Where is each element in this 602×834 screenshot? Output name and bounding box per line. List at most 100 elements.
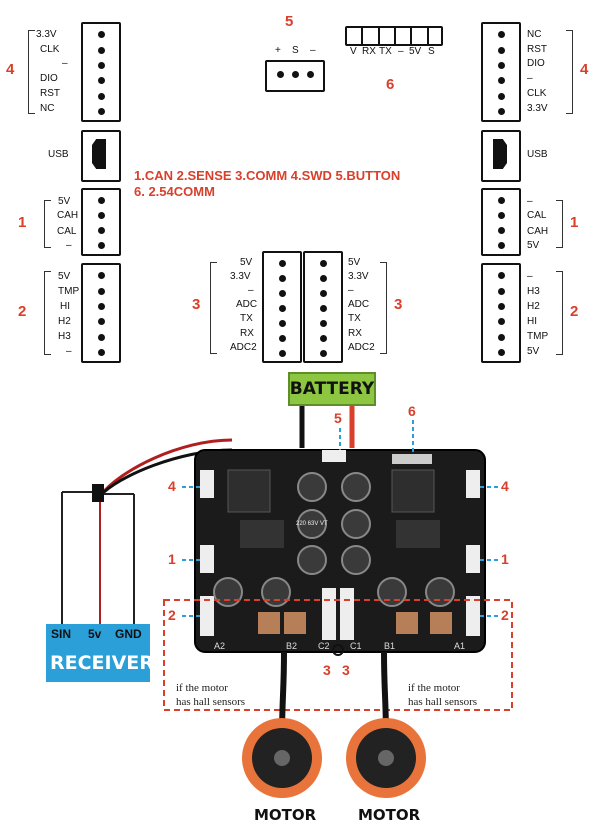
motor-right-label: MOTOR (358, 806, 421, 824)
left-can-connector-pin-dot (98, 212, 105, 220)
comm254-pin-5v: 5V (409, 46, 422, 57)
button-pin-minus: – (310, 45, 316, 56)
comm254-pin-s: S (428, 46, 435, 57)
left-swd-pin-2: CLK (40, 44, 60, 55)
right-swd-connector (481, 22, 521, 122)
mid-left-comm-connector-pin-dot (279, 304, 286, 312)
right-can-pin-4: 5V (527, 240, 540, 251)
mid-left-comm-connector-pin-dot (279, 319, 286, 327)
right-sense-connector-pin-dot (498, 349, 505, 357)
comm254-pin-v: V (350, 46, 357, 57)
button-connector-pin-dot (292, 71, 299, 78)
receiver-block (46, 624, 150, 682)
left-usb-port-icon (92, 139, 106, 169)
right-swd-number: 4 (580, 61, 589, 78)
right-sense-connector-pin-dot (498, 303, 505, 310)
left-swd-connector (81, 22, 121, 122)
right-sense-connector-pin-dot (498, 287, 505, 295)
hall-note-left-1: if the motor (176, 682, 228, 694)
mid-left-comm-pin-4: ADC (236, 299, 258, 310)
right-can-connector-pin-dot (498, 227, 505, 235)
comm254-cell-divider (377, 26, 380, 46)
left-can-connector-pin-dot (98, 227, 105, 235)
left-sense-connector-pin-dot (98, 349, 105, 357)
right-sense-pin-1: – (527, 271, 533, 282)
mid-left-comm-bracket (210, 262, 217, 354)
right-swd-connector-pin-dot (498, 77, 505, 85)
callout-4-right: 4 (501, 478, 509, 494)
mid-left-comm-pin-2: 3.3V (230, 271, 251, 282)
hall-note-right-2: has hall sensors (408, 696, 478, 708)
left-swd-pin-1: 3.3V (36, 29, 57, 40)
left-sense-connector-pin-dot (98, 333, 105, 341)
right-usb-label: USB (527, 149, 548, 160)
motor-left-label: MOTOR (254, 806, 317, 824)
right-can-connector-pin-dot (498, 242, 505, 250)
right-swd-pin-4: – (527, 73, 533, 84)
left-sense-pin-4: H2 (58, 316, 71, 327)
right-swd-connector-pin-dot (498, 108, 505, 116)
right-usb-port-icon (493, 139, 507, 169)
right-sense-pin-3: H2 (527, 301, 540, 312)
mid-right-comm-connector-pin-dot (320, 349, 327, 357)
hall-note-right-1: if the motor (408, 682, 460, 694)
left-swd-connector-pin-dot (98, 31, 105, 39)
mid-right-comm-connector-pin-dot (320, 259, 327, 267)
mid-left-comm-connector-pin-dot (279, 334, 286, 342)
callout-3-right: 3 (342, 662, 350, 678)
mid-right-comm-pin-3: – (348, 285, 354, 296)
right-can-bracket (556, 200, 563, 248)
mid-right-comm-pin-7: ADC2 (348, 342, 375, 353)
receiver-label: RECEIVER (50, 652, 154, 674)
comm254-cell-divider (394, 26, 396, 46)
left-sense-pin-6: – (66, 346, 72, 357)
hall-note-left-2: has hall sensors (176, 696, 246, 708)
mid-right-comm-bracket (380, 262, 387, 354)
callout-4-left: 4 (168, 478, 176, 494)
right-sense-connector-pin-dot (498, 333, 505, 341)
right-swd-pin-1: NC (527, 29, 542, 40)
right-swd-pin-6: 3.3V (527, 103, 548, 114)
left-sense-pin-2: TMP (58, 286, 80, 297)
left-can-pin-2: CAH (57, 210, 79, 221)
button-connector-pin-dot (307, 71, 314, 78)
battery-label: BATTERY (288, 372, 376, 406)
mid-left-comm-number: 3 (192, 296, 201, 313)
button-connector-pin-dot (277, 71, 284, 78)
left-sense-connector-pin-dot (98, 272, 105, 280)
receiver-pin-sin: SIN (51, 627, 72, 641)
comm254-cell-divider (361, 26, 364, 46)
board-label-c1: C1 (350, 641, 362, 651)
left-swd-pin-5: RST (40, 88, 60, 99)
button-number: 5 (285, 13, 294, 30)
right-sense-pin-2: H3 (527, 286, 540, 297)
mid-left-comm-connector-pin-dot (279, 289, 286, 297)
mid-right-comm-pin-2: 3.3V (348, 271, 369, 282)
right-can-connector-pin-dot (498, 212, 505, 220)
right-can-number: 1 (570, 214, 579, 231)
left-sense-pin-5: H3 (58, 331, 71, 342)
right-can-pin-3: CAH (527, 226, 549, 237)
capacitor-text: 220 63V VT (296, 521, 328, 527)
board-label-c2: C2 (318, 641, 330, 651)
legend-line-1: 1.CAN 2.SENSE 3.COMM 4.SWD 5.BUTTON (134, 168, 401, 183)
left-sense-number: 2 (18, 303, 27, 320)
left-sense-connector-pin-dot (98, 318, 105, 326)
right-sense-connector-pin-dot (498, 272, 505, 280)
mid-right-comm-connector-pin-dot (320, 334, 327, 342)
right-swd-pin-5: CLK (527, 88, 547, 99)
mid-right-comm-number: 3 (394, 296, 403, 313)
right-sense-connector (481, 263, 521, 363)
left-can-bracket (44, 200, 51, 248)
callout-1-right: 1 (501, 551, 509, 567)
left-can-pin-1: 5V (58, 196, 71, 207)
callout-6: 6 (408, 403, 416, 419)
mid-left-comm-pin-1: 5V (240, 257, 253, 268)
right-sense-connector-pin-dot (498, 318, 505, 326)
right-can-pin-2: CAL (527, 210, 547, 221)
left-swd-connector-pin-dot (98, 108, 105, 116)
callout-5: 5 (334, 410, 342, 426)
left-sense-connector-pin-dot (98, 287, 105, 295)
mid-right-comm-connector-pin-dot (320, 319, 327, 327)
